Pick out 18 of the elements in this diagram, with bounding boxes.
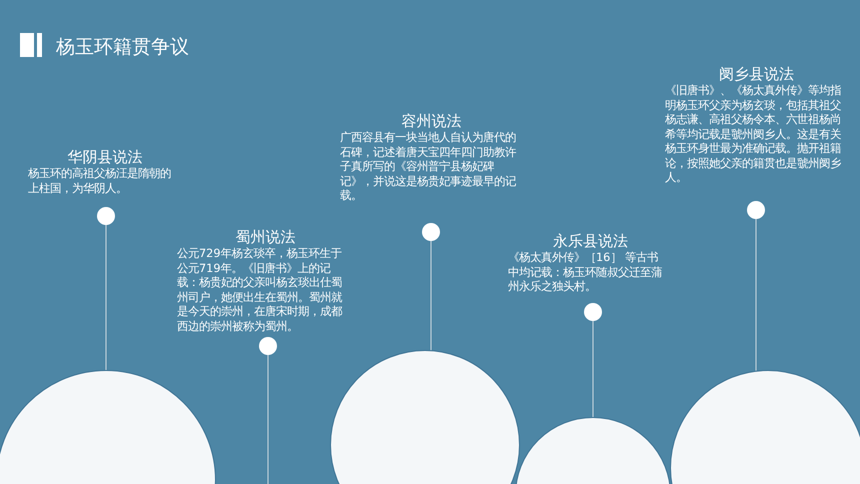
body-text: 杨玉环的高祖父杨汪是隋朝的上柱国，为华阴人。 [28, 167, 172, 196]
section-heading: 蜀州说法 [234, 228, 296, 247]
title: 杨玉环籍贯争议 [56, 35, 189, 60]
marker-dot [259, 337, 277, 355]
connector-line [430, 240, 432, 351]
marker-dot [584, 303, 602, 321]
section-heading: 容州说法 [400, 112, 462, 131]
body-text: 广西容县有一块当地人自认为唐代的石碑，记述着唐天宝四年四门助教许子真所写的《容州普宁县杨妃碑记》，并说这是杨贵妃事迹最早的记载。 [340, 131, 517, 204]
marker-dot [422, 223, 440, 241]
section-heading: 华阴县说法 [66, 148, 144, 167]
section-heading: 阌乡县说法 [718, 65, 795, 84]
body-text: 公元729年杨玄琰卒，杨玉环生于公元719年。《旧唐书》上的记载：杨贵妃的父亲叫杨玄琰出仕蜀州司户，她便出生在蜀州。蜀州就是今天的崇州，在唐宋时期，成都西边的崇州被称为蜀州。 [177, 247, 344, 334]
body-text: 《旧唐书》、《杨太真外传》等均指明杨玉环父亲为杨玄琰，包括其祖父杨志谦、高祖父杨令本、六世祖杨尚希等均记载是虢州阌乡人。这是有关杨玉环身世最为准确记载。抛开祖籍论，按照她父亲的籍贯也是虢州阌乡人。 [665, 84, 842, 186]
body-text: 《杨太真外传》［16］ 等古书中均记载：杨玉环随叔父迁至蒲州永乐之独头村。 [508, 251, 663, 294]
section-heading: 永乐县说法 [552, 232, 629, 251]
marker-dot [97, 207, 115, 225]
connector-line [592, 320, 594, 418]
marker-dot [747, 201, 765, 219]
